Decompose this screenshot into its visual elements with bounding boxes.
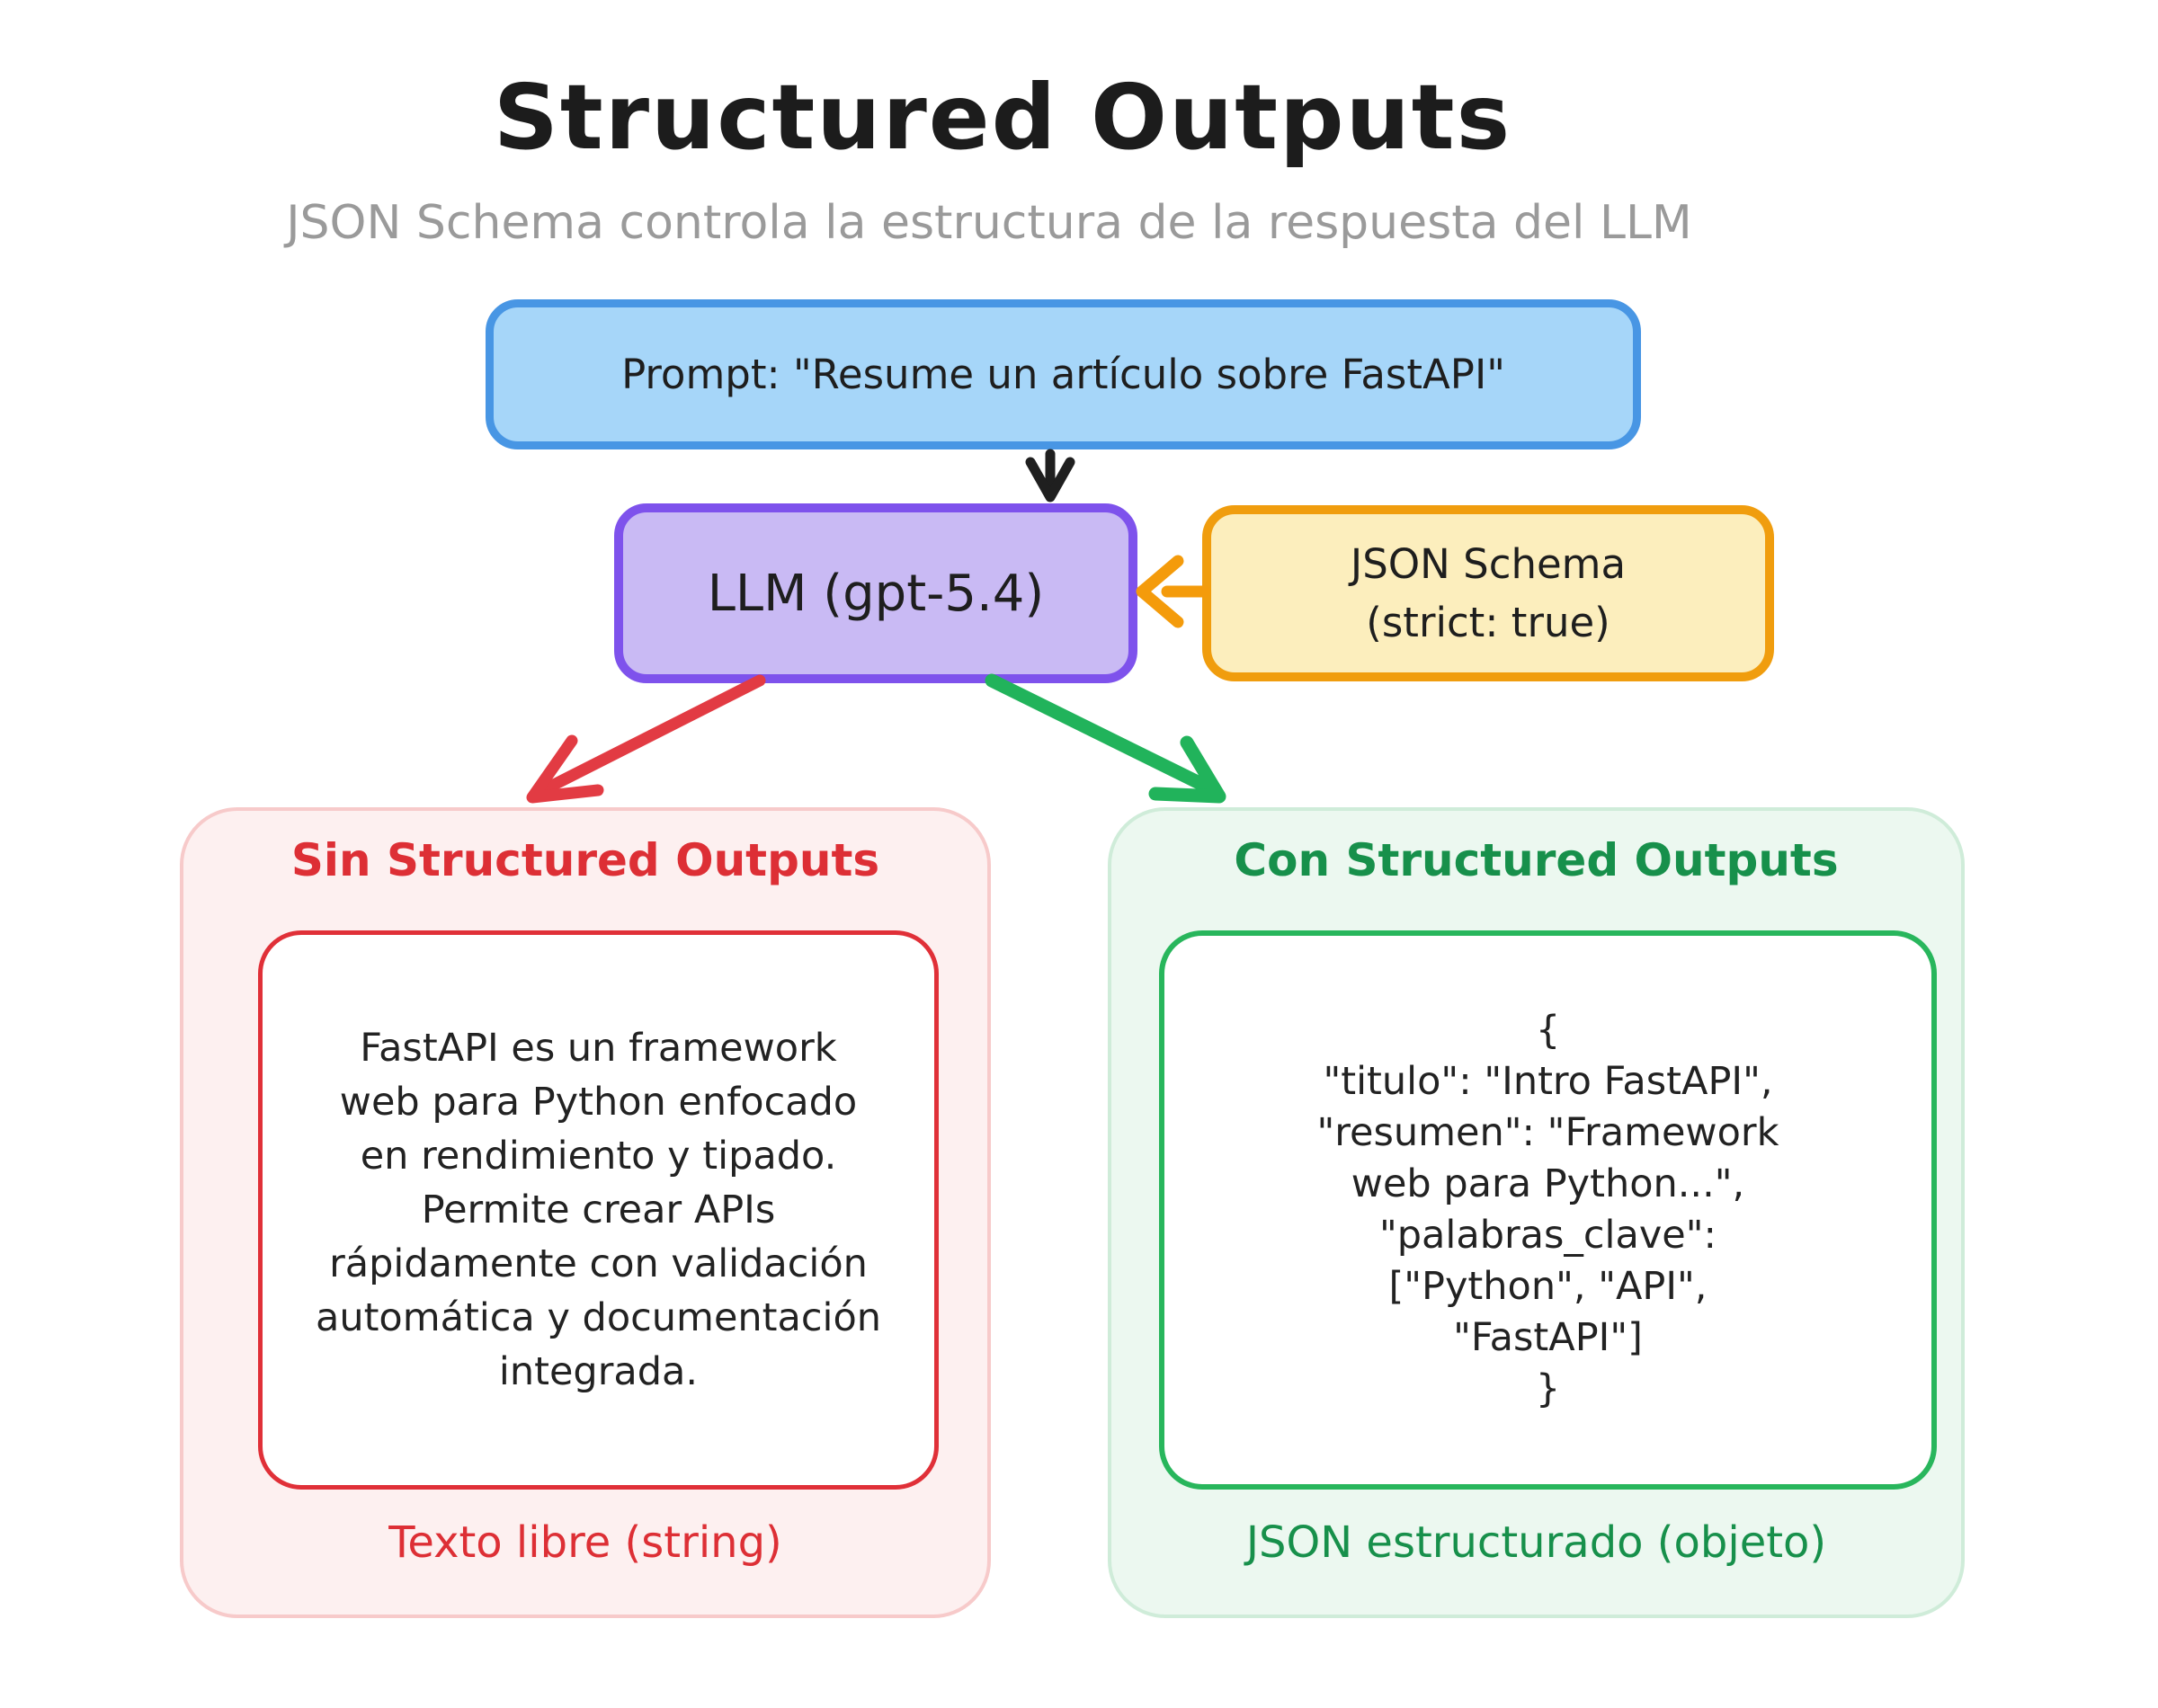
unstructured-panel-footer: Texto libre (string) <box>388 1517 782 1568</box>
structured-panel-header: Con Structured Outputs <box>1234 834 1839 886</box>
page-title: Structured Outputs <box>493 65 1512 170</box>
prompt-node-label: Prompt: "Resume un artículo sobre FastAP… <box>621 351 1505 398</box>
structured-panel-footer: JSON estructurado (objeto) <box>1245 1517 1827 1568</box>
schema-to-llm-arrow-icon <box>1136 555 1211 628</box>
structured-output-json-text: { "titulo": "Intro FastAPI", "resumen": … <box>1316 1008 1779 1411</box>
unstructured-panel-header: Sin Structured Outputs <box>290 834 880 886</box>
json-schema-node-label: JSON Schema (strict: true) <box>1350 539 1627 646</box>
unstructured-output-box: FastAPI es un framework web para Python … <box>258 930 939 1490</box>
prompt-node: Prompt: "Resume un artículo sobre FastAP… <box>486 299 1641 449</box>
page-subtitle: JSON Schema controla la estructura de la… <box>286 196 1692 250</box>
unstructured-output-text: FastAPI es un framework web para Python … <box>315 1026 882 1394</box>
json-schema-node: JSON Schema (strict: true) <box>1202 505 1774 681</box>
llm-to-structured-arrow-icon <box>985 673 1226 804</box>
structured-output-box: { "titulo": "Intro FastAPI", "resumen": … <box>1159 930 1937 1490</box>
llm-to-unstructured-arrow-icon <box>526 674 766 804</box>
unstructured-panel: Sin Structured Outputs FastAPI es un fra… <box>180 807 991 1618</box>
prompt-to-llm-arrow-icon <box>1025 449 1075 503</box>
llm-node: LLM (gpt-5.4) <box>614 503 1137 683</box>
llm-node-label: LLM (gpt-5.4) <box>707 564 1045 623</box>
structured-panel: Con Structured Outputs { "titulo": "Intr… <box>1108 807 1965 1618</box>
